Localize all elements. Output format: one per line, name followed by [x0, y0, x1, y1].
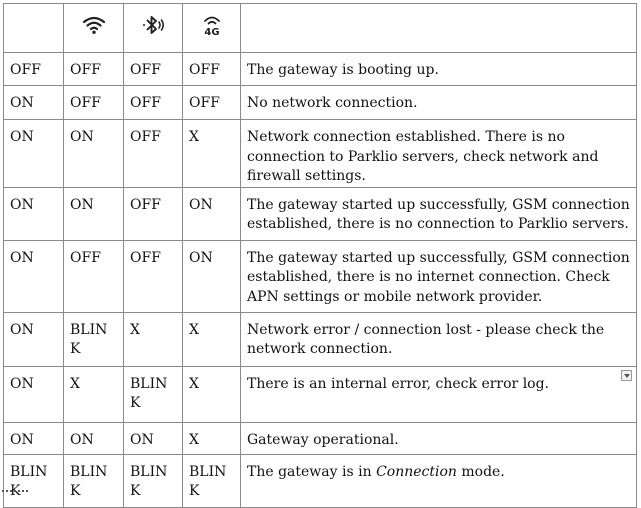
bluetooth-icon	[143, 15, 165, 34]
header-power-cell	[3, 3, 64, 53]
gsm-led-cell: X	[182, 365, 241, 423]
gsm-led-cell: ON	[182, 239, 241, 313]
description-text: The gateway is in	[247, 463, 377, 480]
wifi-led-cell: OFF	[63, 52, 124, 86]
gsm-led-cell: X	[182, 311, 241, 367]
power-led-cell: ON	[3, 311, 64, 367]
table-header-row: 4G	[3, 3, 637, 53]
gsm-led-cell: ON	[182, 186, 241, 241]
description-text-end: mode.	[456, 463, 505, 480]
bluetooth-led-cell: X	[123, 311, 183, 367]
wifi-led-cell: X	[63, 365, 124, 423]
gsm-led-cell: OFF	[182, 52, 241, 86]
bluetooth-led-cell: OFF	[123, 52, 183, 86]
gsm-led-cell: OFF	[182, 85, 241, 120]
bluetooth-led-cell: BLINK	[123, 453, 183, 508]
description-text: The gateway is booting up.	[247, 62, 439, 78]
power-led-cell: ON	[3, 239, 64, 313]
gsm-led-cell: X	[182, 421, 241, 455]
wifi-led-cell: ON	[63, 421, 124, 455]
wifi-led-cell: OFF	[63, 85, 124, 120]
wifi-led-cell: ON	[63, 186, 124, 241]
bluetooth-led-cell: OFF	[123, 85, 183, 120]
description-cell: The gateway started up successfully, GSM…	[240, 186, 637, 241]
description-cell: The gateway is booting up.	[240, 52, 637, 86]
description-text: Network error / connection lost - please…	[247, 321, 605, 358]
bluetooth-led-cell: OFF	[123, 186, 183, 241]
gsm-led-cell: BLINK	[182, 453, 241, 508]
4g-icon-label: 4G	[204, 27, 219, 37]
bluetooth-led-cell: OFF	[123, 119, 183, 188]
bluetooth-led-cell: BLINK	[123, 365, 183, 423]
bluetooth-led-cell: OFF	[123, 239, 183, 313]
power-led-cell: ON	[3, 421, 64, 455]
power-led-cell: OFF	[3, 52, 64, 86]
description-cell: Network connection established. There is…	[240, 119, 637, 188]
description-cell: The gateway started up successfully, GSM…	[240, 239, 637, 313]
wifi-led-cell: OFF	[63, 239, 124, 313]
gsm-led-cell: X	[182, 119, 241, 188]
power-led-cell: ON	[3, 186, 64, 241]
bluetooth-led-cell: ON	[123, 421, 183, 455]
dropdown-toggle-icon[interactable]	[621, 369, 632, 381]
description-cell: No network connection.	[240, 85, 637, 120]
header-wifi-cell	[63, 3, 124, 53]
wifi-icon	[82, 16, 105, 34]
header-bluetooth-cell	[123, 3, 183, 53]
description-text: Network connection established. There is…	[247, 129, 599, 184]
page-footer-mark	[2, 490, 28, 496]
description-cell: Network error / connection lost - please…	[240, 311, 637, 367]
description-cell: Gateway operational.	[240, 421, 637, 455]
wifi-led-cell: BLINK	[63, 453, 124, 508]
4g-icon: 4G	[203, 16, 220, 37]
description-cell: There is an internal error, check error …	[240, 365, 637, 423]
description-text: Gateway operational.	[247, 431, 399, 448]
header-4g-cell: 4G	[182, 3, 241, 53]
wifi-led-cell: BLINK	[63, 311, 124, 367]
description-text: The gateway started up successfully, GSM…	[247, 196, 630, 233]
description-cell: The gateway is in Connection mode.	[240, 453, 637, 508]
description-text: There is an internal error, check error …	[247, 375, 550, 392]
description-emphasis: Connection	[376, 463, 457, 480]
power-led-cell: ON	[3, 119, 64, 188]
power-led-cell: ON	[3, 365, 64, 423]
wifi-led-cell: ON	[63, 119, 124, 188]
header-description-cell	[240, 3, 637, 53]
description-text: No network connection.	[247, 95, 418, 111]
power-led-cell: BLINK	[3, 453, 64, 508]
description-text: The gateway started up successfully, GSM…	[247, 249, 630, 305]
power-led-cell: ON	[3, 85, 64, 120]
